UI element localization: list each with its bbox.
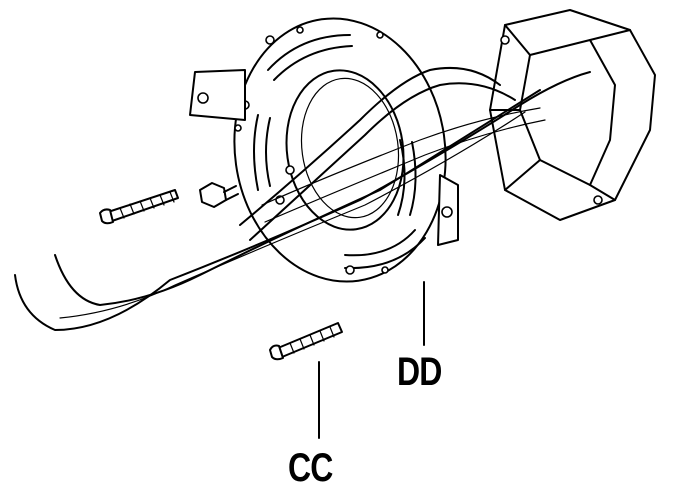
callout-label-dd: DD (397, 350, 442, 394)
hex-screw (199, 182, 239, 208)
junction-box (489, 9, 656, 221)
callout-label-cc: CC (288, 446, 333, 490)
long-screw-upper (99, 189, 179, 225)
screw-cc (269, 322, 343, 361)
mounting-plate (189, 17, 459, 283)
supply-wires (14, 66, 591, 331)
